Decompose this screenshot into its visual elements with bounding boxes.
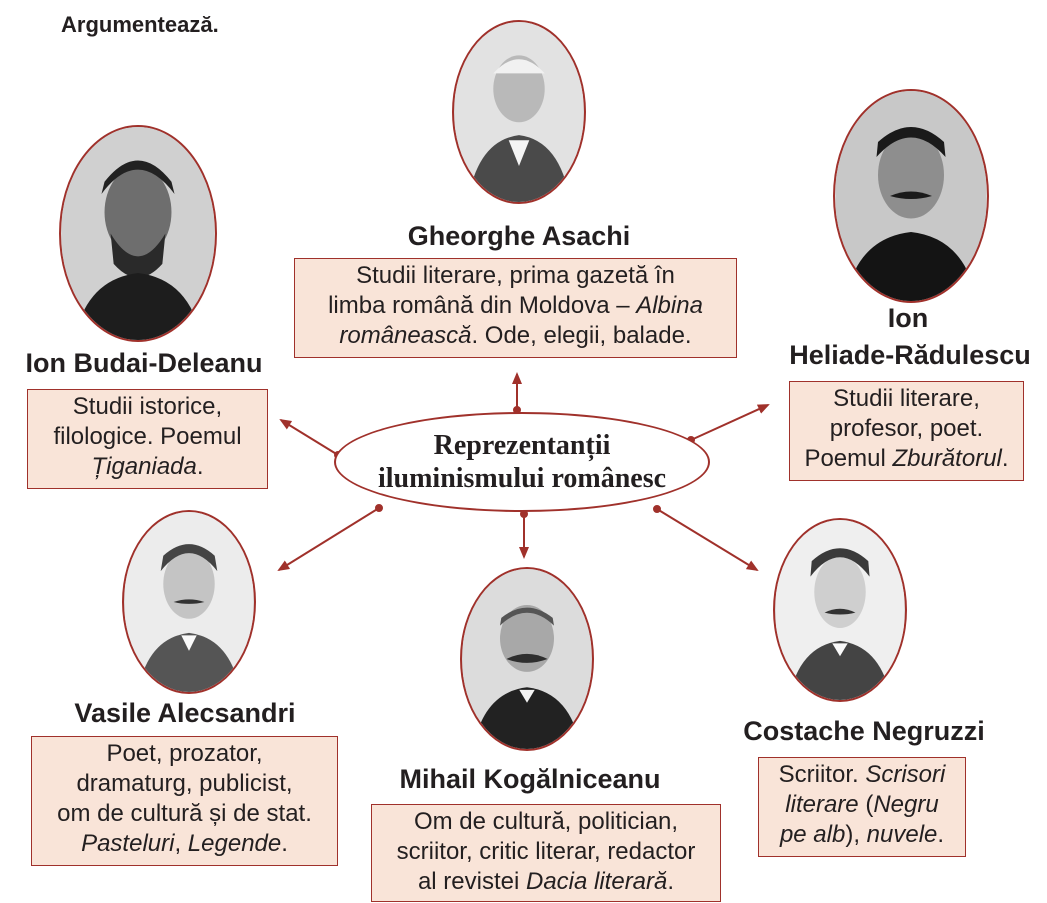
desc-heliade: Studii literare, profesor, poet. Poemul …	[789, 381, 1024, 481]
person-portrait-icon	[454, 22, 584, 202]
person-portrait-icon	[124, 512, 254, 692]
desc-budai: Studii istorice, filologice. Poemul Țiga…	[27, 389, 268, 489]
person-portrait-icon	[61, 127, 215, 340]
center-topic-line2: iluminismului românesc	[377, 463, 667, 494]
portrait-alecsandri	[122, 510, 256, 694]
name-heliade-line1: Ion	[887, 303, 929, 333]
arrow-to-negruzzi	[656, 508, 759, 572]
name-alecsandri: Vasile Alecsandri	[74, 698, 296, 728]
portrait-budai	[59, 125, 217, 342]
desc-kogalniceanu: Om de cultură, politician, scriitor, cri…	[371, 804, 721, 902]
person-portrait-icon	[462, 569, 592, 749]
desc-alecsandri: Poet, prozator, dramaturg, publicist, om…	[31, 736, 338, 866]
portrait-kogalniceanu	[460, 567, 594, 751]
instruction-text: Argumentează.	[61, 12, 219, 37]
arrow-to-budai	[279, 418, 339, 456]
portrait-negruzzi	[773, 518, 907, 702]
arrow-to-alecsandri	[277, 507, 380, 572]
desc-negruzzi: Scriitor. Scrisori literare (Negru pe al…	[758, 757, 966, 857]
portrait-heliade	[833, 89, 989, 303]
portrait-asachi	[452, 20, 586, 204]
name-asachi: Gheorghe Asachi	[407, 221, 631, 251]
desc-asachi: Studii literare, prima gazetă în limba r…	[294, 258, 737, 358]
name-kogalniceanu: Mihail Kogălniceanu	[399, 764, 661, 794]
person-portrait-icon	[775, 520, 905, 700]
name-negruzzi: Costache Negruzzi	[743, 716, 985, 746]
name-budai: Ion Budai-Deleanu	[25, 348, 263, 378]
person-portrait-icon	[836, 91, 986, 301]
center-topic-line1: Reprezentanții	[433, 430, 611, 461]
arrow-to-heliade	[690, 404, 770, 441]
center-topic: Reprezentanții iluminismului românesc	[334, 412, 710, 512]
name-heliade-line2: Heliade-Rădulescu	[789, 340, 1031, 370]
